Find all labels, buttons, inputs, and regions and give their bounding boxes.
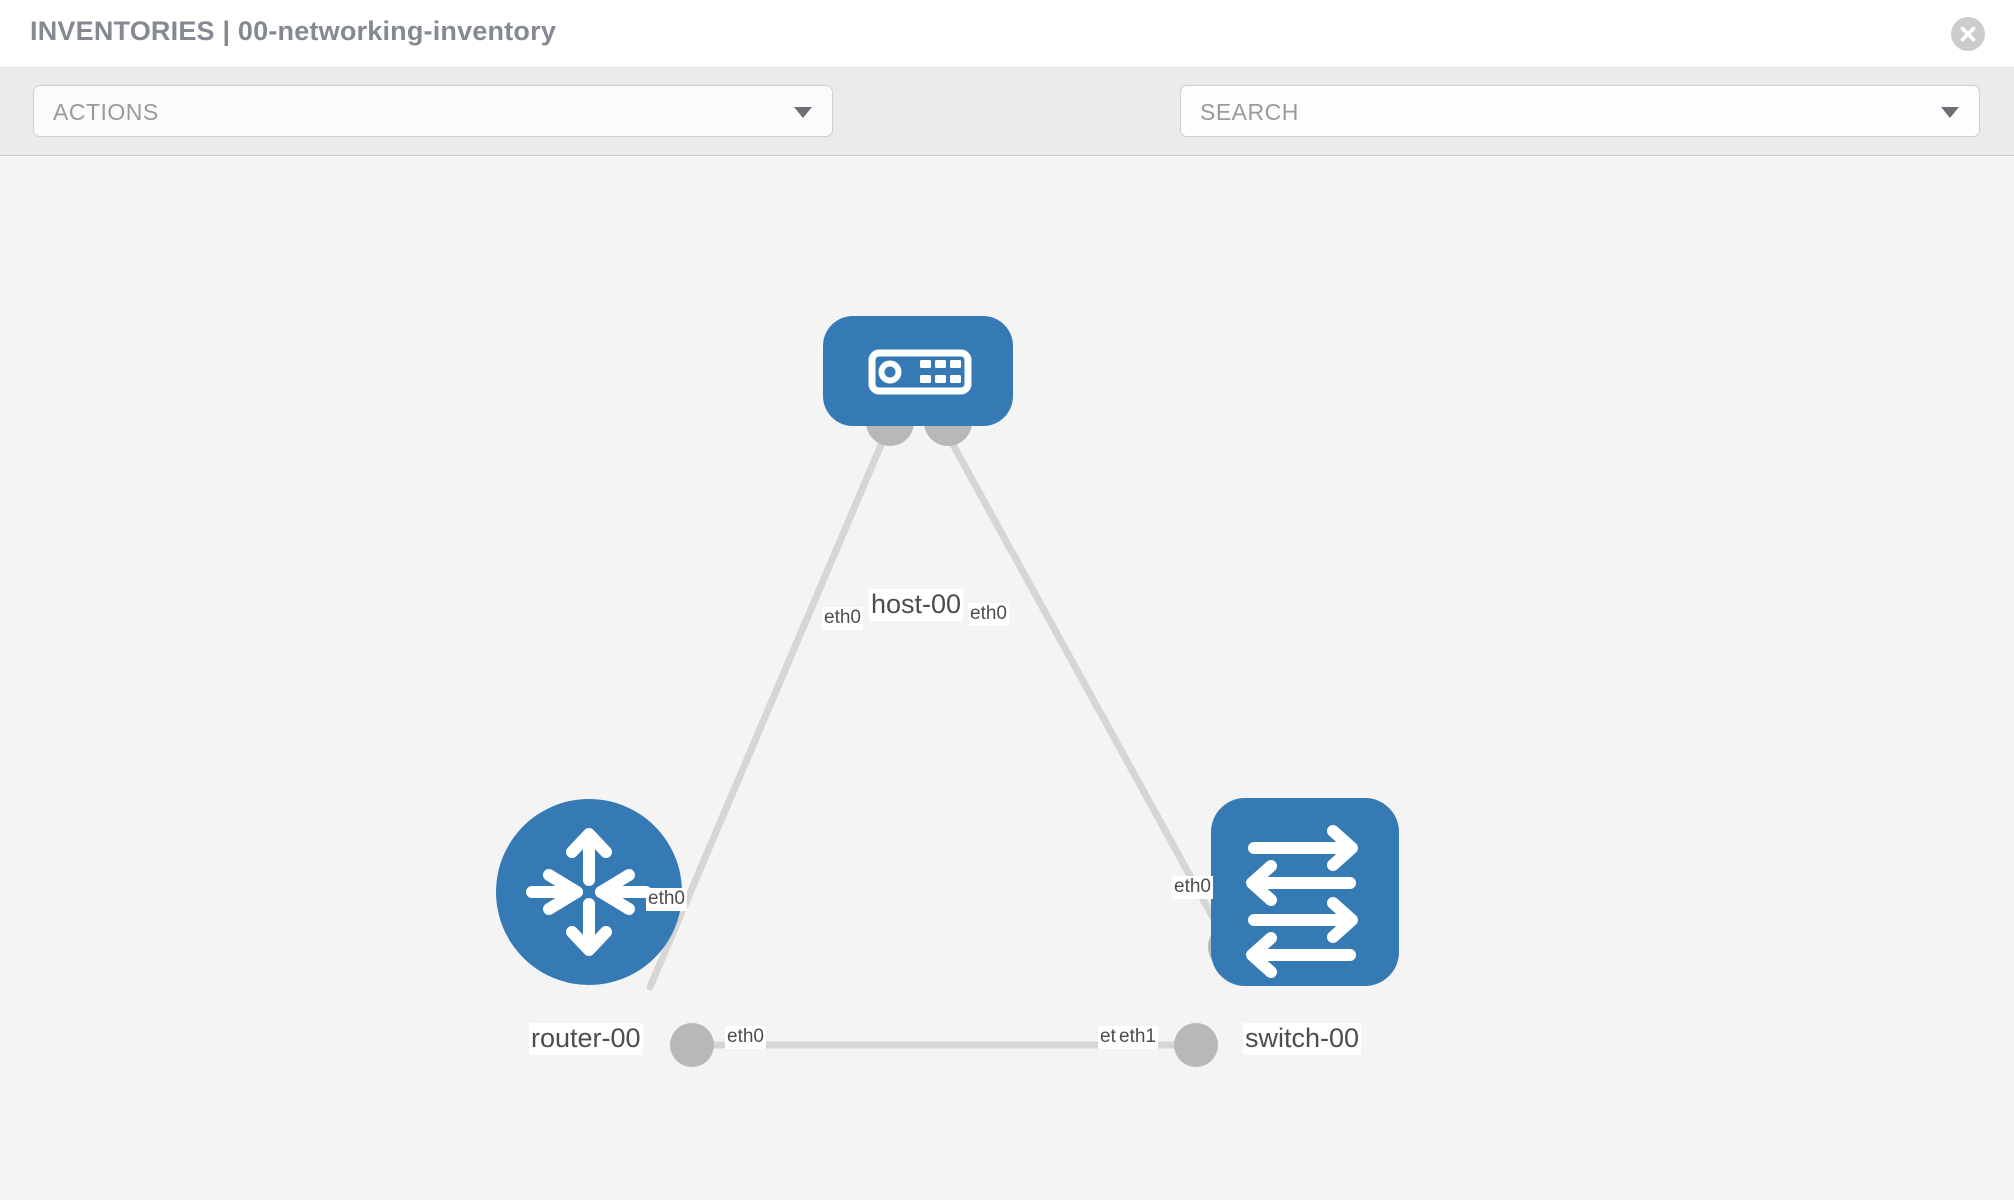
node-switch-00[interactable] (1211, 798, 1399, 986)
endpoint-switch-left (1174, 1023, 1218, 1067)
iface-label-host-left: eth0 (822, 607, 863, 630)
actions-dropdown[interactable]: ACTIONS (33, 85, 833, 137)
page-header: INVENTORIES | 00-networking-inventory (0, 0, 2014, 68)
search-placeholder: SEARCH (1200, 99, 1299, 125)
node-label-router-00: router-00 (529, 1023, 643, 1055)
toolbar: ACTIONS SEARCH (0, 68, 2014, 195)
node-label-switch-00: switch-00 (1243, 1023, 1362, 1055)
search-input[interactable]: SEARCH (1180, 85, 1980, 137)
endpoint-router-right (670, 1023, 714, 1067)
node-label-host-00: host-00 (869, 589, 964, 621)
chevron-down-icon (1941, 107, 1959, 118)
node-router-00[interactable] (496, 799, 682, 985)
actions-dropdown-label: ACTIONS (53, 99, 159, 125)
iface-label-router-right: eth0 (725, 1026, 766, 1049)
link-host-switch (931, 408, 1236, 956)
page-title: INVENTORIES | 00-networking-inventory (30, 16, 557, 46)
iface-label-switch-up: eth0 (1172, 876, 1213, 899)
link-host-router (646, 408, 899, 991)
topology-canvas[interactable]: eth0 eth0 eth0 eth0 eth0 eth eth1 host-0… (0, 157, 2014, 1200)
iface-label-host-right: eth0 (968, 603, 1009, 626)
close-icon[interactable] (1950, 16, 1986, 52)
iface-label-switch-left-b: eth1 (1117, 1026, 1158, 1049)
chevron-down-icon (794, 107, 812, 118)
topology-graph (496, 316, 1399, 1067)
node-host-00[interactable] (823, 316, 1013, 426)
iface-label-router-up: eth0 (646, 888, 687, 911)
